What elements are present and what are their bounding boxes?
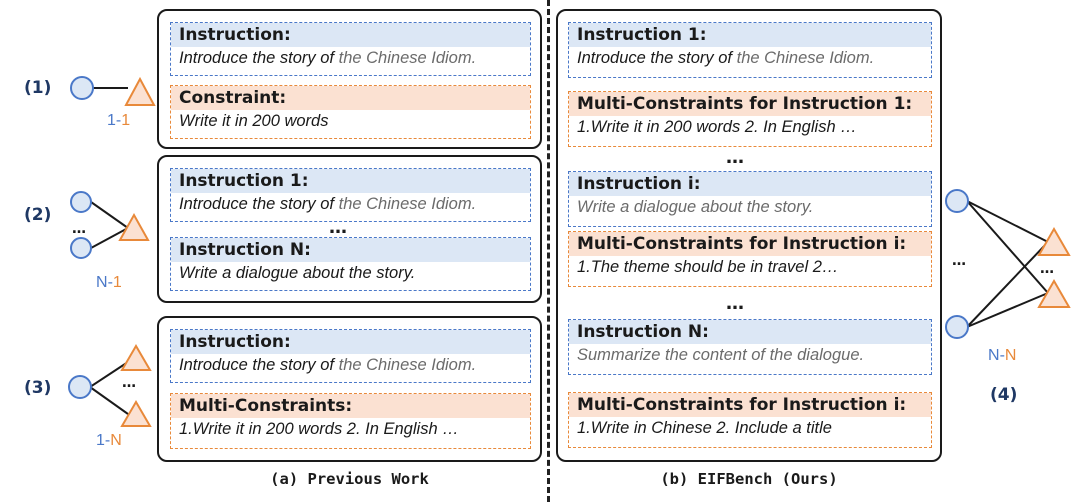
instruction-text-3: Introduce the story of the Chinese Idiom… [179,356,477,374]
instruction-1-heading: Instruction 1: [171,169,530,193]
instruction-n-block: Instruction N: Write a dialogue about th… [170,237,531,291]
instruction-text: Introduce the story of the Chinese Idiom… [179,49,477,67]
ellipsis-3: … [122,375,139,391]
caption-eifbench: (b) EIFBench (Ours) [660,470,838,488]
mc-instruction-i-block: Multi-Constraints for Instruction i: 1.T… [568,231,932,287]
mc-instruction-i-heading-2: Multi-Constraints for Instruction i: [569,393,931,417]
instruction-heading-3: Instruction: [171,330,530,354]
instruction-block-3: Instruction: Introduce the story of the … [170,329,531,383]
ratio-1-n: 1-N [96,432,122,449]
instruction-i-text: Write a dialogue about the story. [577,198,814,216]
instruction-block: Instruction: Introduce the story of the … [170,22,531,76]
instruction-i-block: Instruction i: Write a dialogue about th… [568,171,932,227]
instruction-n-heading-ours: Instruction N: [569,320,931,344]
multi-constraints-heading: Multi-Constraints: [171,394,530,418]
mc-instruction-i-block-2: Multi-Constraints for Instruction i: 1.W… [568,392,932,448]
instruction-1-block: Instruction 1: Introduce the story of th… [170,168,531,222]
divider [547,0,550,502]
constraint-text: Write it in 200 words [179,112,329,130]
instruction-heading: Instruction: [171,23,530,47]
multi-constraints-text: 1.Write it in 200 words 2. In English … [179,420,459,438]
mc-instruction-i-text-2: 1.Write in Chinese 2. Include a title [577,419,832,437]
many-to-many-icon [945,189,1071,339]
mc-instruction-1-text: 1.Write it in 200 words 2. In English … [577,118,857,136]
instruction-n-text: Write a dialogue about the story. [179,264,416,282]
ellipsis-4-right: … [1040,261,1057,277]
instruction-1-heading-ours: Instruction 1: [569,23,931,47]
instruction-1-text: Introduce the story of the Chinese Idiom… [179,195,477,213]
instruction-n-heading: Instruction N: [171,238,530,262]
multi-constraints-block: Multi-Constraints: 1.Write it in 200 wor… [170,393,531,449]
one-to-one-icon [70,76,156,106]
constraint-block: Constraint: Write it in 200 words [170,85,531,139]
panel-one-to-many: Instruction: Introduce the story of the … [157,316,542,462]
label-3: (3) [24,378,52,398]
ellipsis-4-left: … [952,253,969,269]
ratio-n-n: N-N [988,347,1017,364]
mc-instruction-i-heading: Multi-Constraints for Instruction i: [569,232,931,256]
mc-instruction-i-text: 1.The theme should be in travel 2… [577,258,839,276]
instruction-i-heading: Instruction i: [569,172,931,196]
instruction-1-text-ours: Introduce the story of the Chinese Idiom… [577,49,875,67]
ellipsis-ours-1: … [726,147,747,168]
panel-one-to-one: Instruction: Introduce the story of the … [157,9,542,149]
panel-many-to-one: Instruction 1: Introduce the story of th… [157,155,542,303]
ellipsis-ours-2: … [726,293,747,314]
ellipsis-panel-2: … [329,217,350,238]
ratio-n-1: N-1 [96,274,122,291]
mc-instruction-1-block: Multi-Constraints for Instruction 1: 1.W… [568,91,932,147]
label-2: (2) [24,205,52,225]
one-to-many-icon [68,344,152,427]
instruction-1-block-ours: Instruction 1: Introduce the story of th… [568,22,932,78]
constraint-heading: Constraint: [171,86,530,110]
mc-instruction-1-heading: Multi-Constraints for Instruction 1: [569,92,931,116]
ratio-1-1: 1-1 [107,112,131,129]
instruction-n-text-ours: Summarize the content of the dialogue. [577,346,865,364]
instruction-n-block-ours: Instruction N: Summarize the content of … [568,319,932,375]
label-1: (1) [24,78,52,98]
caption-previous-work: (a) Previous Work [270,470,429,488]
panel-eifbench: Instruction 1: Introduce the story of th… [556,9,942,462]
ellipsis-2: … [72,221,89,237]
many-to-one-icon [70,191,150,259]
label-4: (4) [990,385,1018,405]
